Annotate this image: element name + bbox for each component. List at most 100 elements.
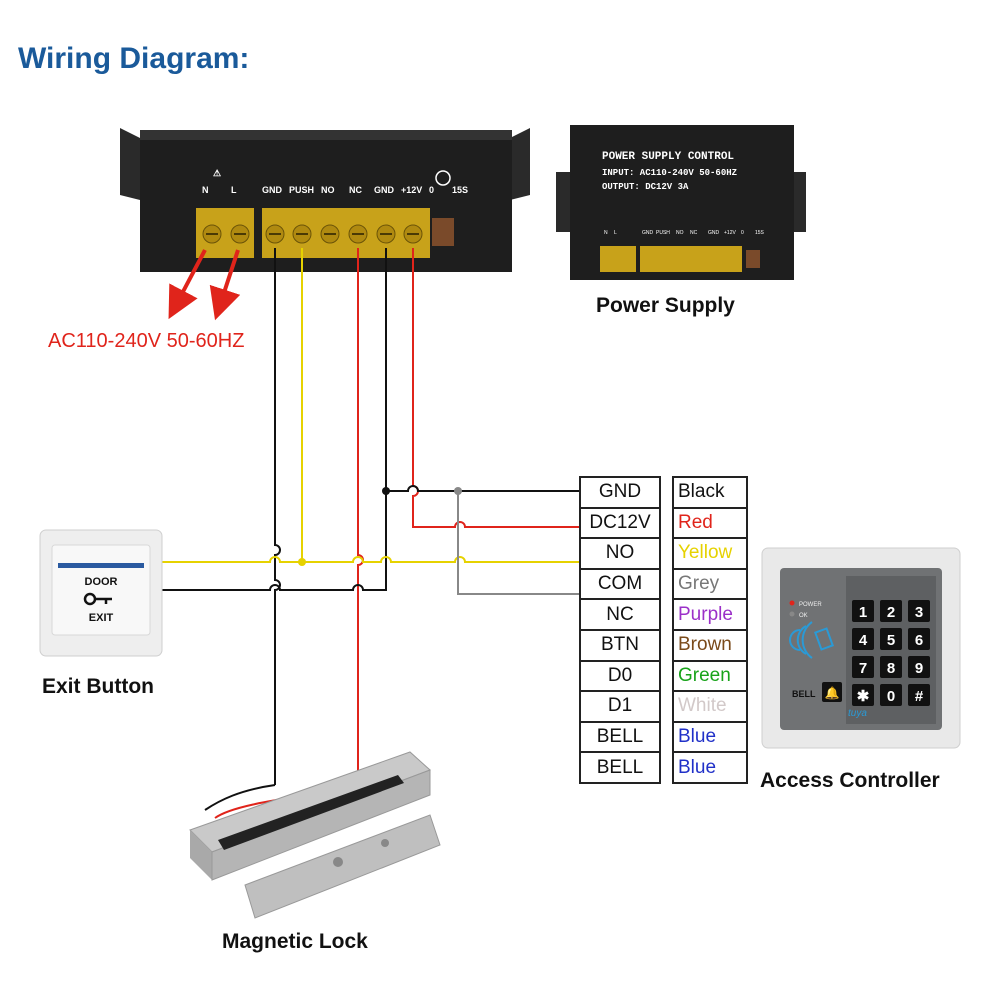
wire-color-cell: Yellow	[672, 537, 748, 570]
table-row: White	[672, 690, 748, 723]
keypad-key-label: #	[915, 688, 924, 705]
main-power-supply: ⚠ N L GND PUSH NO NC GND +12V 0 15S	[120, 128, 530, 272]
wire-color-cell: Blue	[672, 751, 748, 784]
table-row: D1	[579, 690, 661, 723]
table-row: Purple	[672, 598, 748, 631]
pin-cell: D0	[579, 659, 661, 693]
power-supply-photo: POWER SUPPLY CONTROL INPUT: AC110-240V 5…	[556, 125, 806, 280]
keypad-key	[852, 600, 874, 622]
svg-text:0: 0	[429, 185, 434, 195]
keypad-key-label: 9	[915, 660, 923, 677]
page-title: Wiring Diagram:	[18, 42, 250, 75]
pin-cell: BELL	[579, 720, 661, 754]
pin-cell: GND	[579, 476, 661, 509]
table-row: BELL	[579, 751, 661, 784]
pin-cell: DC12V	[579, 506, 661, 540]
keypad-key	[852, 656, 874, 678]
keypad-key	[880, 600, 902, 622]
ac-input-label: AC110-240V 50-60HZ	[48, 330, 245, 352]
svg-text:GND: GND	[262, 185, 283, 195]
wire-nc-to-lock	[357, 248, 364, 785]
psu-terminal-label: 15S	[755, 230, 765, 236]
keypad-key	[880, 628, 902, 650]
wires	[162, 248, 580, 785]
pin-cell: BTN	[579, 628, 661, 662]
wire-color-cell: White	[672, 690, 748, 723]
keypad-key	[880, 656, 902, 678]
keypad-key	[908, 684, 930, 706]
keypad-key-label: 5	[887, 632, 895, 649]
svg-text:🔔: 🔔	[825, 686, 840, 700]
svg-text:GND: GND	[374, 185, 395, 195]
pin-cell: NC	[579, 598, 661, 631]
svg-text:L: L	[231, 185, 237, 195]
keypad-key	[880, 684, 902, 706]
psu-terminal-label: N	[604, 230, 608, 236]
table-row: BELL	[579, 720, 661, 754]
exit-button-caption: Exit Button	[42, 675, 154, 698]
svg-text:POWER SUPPLY CONTROL: POWER SUPPLY CONTROL	[602, 151, 734, 163]
table-row: Green	[672, 659, 748, 693]
psu-terminal-label: GND	[708, 230, 720, 236]
keypad-key	[852, 628, 874, 650]
svg-text:15S: 15S	[452, 185, 468, 195]
pin-cell: BELL	[579, 751, 661, 784]
svg-text:EXIT: EXIT	[89, 612, 114, 624]
table-row: Yellow	[672, 537, 748, 570]
power-supply-caption: Power Supply	[596, 294, 735, 317]
wire-color-cell: Brown	[672, 628, 748, 662]
keypad-key	[852, 684, 874, 706]
key-icon	[83, 592, 112, 606]
table-row: COM	[579, 567, 661, 601]
table-row: NC	[579, 598, 661, 631]
svg-text:NO: NO	[321, 185, 335, 195]
magnetic-lock-caption: Magnetic Lock	[222, 930, 368, 953]
wire-12v-to-controller	[412, 248, 580, 528]
table-row: Grey	[672, 567, 748, 601]
table-row: NO	[579, 537, 661, 570]
svg-text:tuya: tuya	[848, 708, 867, 719]
keypad-key-label: 2	[887, 604, 895, 621]
keypad-key-label: 6	[915, 632, 923, 649]
timer-dial-icon	[435, 170, 451, 186]
keypad-key-label: ✱	[857, 688, 870, 705]
svg-text:N: N	[202, 185, 209, 195]
wire-gnd-to-lock	[274, 248, 281, 785]
junction-dots	[298, 487, 462, 566]
keypad-key-label: 8	[887, 660, 895, 677]
pin-cell: D1	[579, 690, 661, 723]
rfid-icon	[789, 621, 834, 659]
warning-icon: ⚠	[213, 168, 221, 178]
table-row: BTN	[579, 628, 661, 662]
wire-color-cell: Blue	[672, 720, 748, 754]
table-row: DC12V	[579, 506, 661, 540]
psu-terminal-label: 0	[741, 230, 744, 236]
svg-text:+12V: +12V	[401, 185, 422, 195]
access-controller-caption: Access Controller	[760, 769, 940, 792]
table-row: Blue	[672, 751, 748, 784]
bell-icon	[822, 682, 842, 702]
wire-exit-black	[162, 584, 387, 591]
psu-terminal-label: L	[614, 230, 617, 236]
psu-terminal-label: +12V	[724, 230, 736, 236]
table-row: Black	[672, 476, 748, 509]
svg-text:DOOR: DOOR	[85, 576, 118, 588]
svg-text:BELL: BELL	[792, 689, 816, 699]
psu-terminal-label: GND	[642, 230, 654, 236]
keypad-key	[908, 600, 930, 622]
psu-terminal-label: PUSH	[656, 230, 670, 236]
svg-text:POWER: POWER	[799, 602, 822, 608]
svg-text:OUTPUT: DC12V 3A: OUTPUT: DC12V 3A	[602, 182, 689, 192]
keypad-key	[908, 656, 930, 678]
keypad-key	[908, 628, 930, 650]
keypad-key-label: 3	[915, 604, 923, 621]
keypad-key-label: 1	[859, 604, 867, 621]
table-row: D0	[579, 659, 661, 693]
wire-com-grey	[457, 491, 580, 595]
